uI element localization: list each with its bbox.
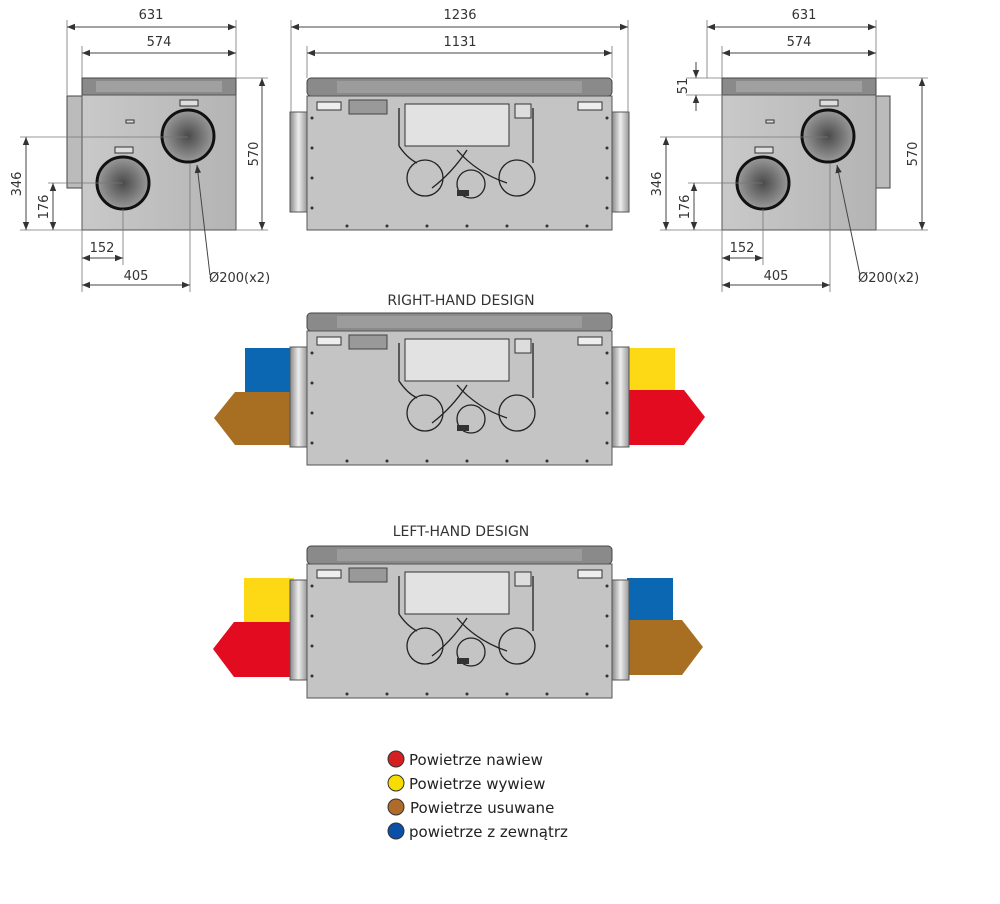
yellow-dot-icon bbox=[387, 774, 405, 792]
right-hand-design: RIGHT-HAND DESIGN bbox=[214, 293, 705, 466]
mounting-bracket bbox=[66, 95, 83, 189]
dim-lower-spigot-offset: 152 bbox=[730, 241, 755, 256]
legend-item-extract: Powietrze wywiew bbox=[387, 774, 545, 793]
right-hand-design-title: RIGHT-HAND DESIGN bbox=[387, 293, 534, 309]
dim-diameter: Ø200(x2) bbox=[209, 271, 270, 286]
dim-lid-height: 51 bbox=[676, 78, 691, 95]
extract-air-block bbox=[244, 578, 294, 630]
dim-body-width: 574 bbox=[147, 35, 172, 50]
brown-dot-icon bbox=[387, 798, 405, 816]
outdoor-air-block bbox=[245, 348, 295, 398]
dim-height: 570 bbox=[906, 142, 921, 167]
supply-air-arrow bbox=[213, 622, 294, 677]
dim-lower-spigot-offset: 152 bbox=[90, 241, 115, 256]
dim-overall-length: 1236 bbox=[443, 8, 476, 23]
dim-body-length: 1131 bbox=[443, 35, 476, 50]
legend-label: Powietrze wywiew bbox=[409, 775, 545, 793]
left-hand-design-title: LEFT-HAND DESIGN bbox=[393, 524, 530, 540]
dim-overall-width: 631 bbox=[139, 8, 164, 23]
legend-item-outdoor: powietrze z zewnątrz bbox=[387, 822, 568, 841]
mounting-bracket bbox=[875, 95, 891, 189]
dim-diameter: Ø200(x2) bbox=[858, 271, 919, 286]
front-view: 1236 1131 bbox=[289, 8, 630, 231]
left-hand-design: LEFT-HAND DESIGN bbox=[213, 524, 703, 699]
supply-air-arrow bbox=[627, 390, 705, 445]
exhaust-air-arrow bbox=[214, 392, 295, 445]
dim-upper-spigot-offset: 405 bbox=[764, 269, 789, 284]
exhaust-air-arrow bbox=[627, 620, 703, 675]
dim-height: 570 bbox=[247, 142, 262, 167]
legend-label: powietrze z zewnątrz bbox=[409, 823, 568, 841]
outdoor-air-block bbox=[627, 578, 673, 622]
dim-lower-spigot-height: 176 bbox=[37, 195, 52, 220]
dim-upper-spigot-height: 346 bbox=[10, 172, 25, 197]
legend-item-exhaust: Powietrze usuwane bbox=[387, 798, 554, 817]
side-view-left: 631 574 570 346 176 152 405 Ø200(x2) bbox=[10, 8, 270, 292]
extract-air-block bbox=[627, 348, 675, 392]
red-dot-icon bbox=[387, 750, 405, 768]
legend-label: Powietrze nawiew bbox=[409, 751, 543, 769]
dim-body-width: 574 bbox=[787, 35, 812, 50]
dim-upper-spigot-offset: 405 bbox=[124, 269, 149, 284]
side-view-right: 631 574 51 570 346 176 152 405 Ø200(x2) bbox=[650, 8, 928, 292]
blue-dot-icon bbox=[387, 822, 405, 840]
legend-label: Powietrze usuwane bbox=[410, 799, 554, 817]
dim-overall-width: 631 bbox=[792, 8, 817, 23]
dim-upper-spigot-height: 346 bbox=[650, 172, 665, 197]
legend-item-supply: Powietrze nawiew bbox=[387, 750, 543, 769]
legend: Powietrze nawiew Powietrze wywiew Powiet… bbox=[387, 750, 568, 841]
dim-lower-spigot-height: 176 bbox=[678, 195, 693, 220]
